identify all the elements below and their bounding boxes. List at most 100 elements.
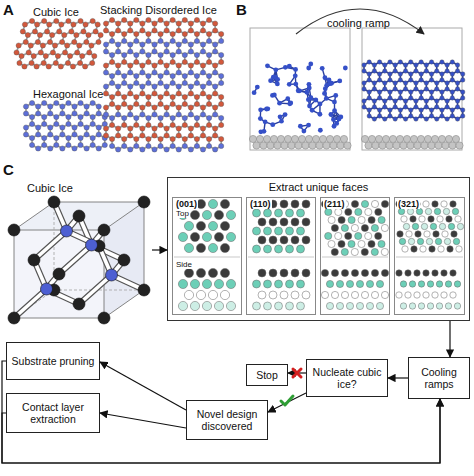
water-molecule [32, 29, 37, 34]
water-molecule [440, 60, 444, 64]
box-text: Stop [256, 369, 278, 381]
water-molecule [134, 52, 139, 57]
water-molecule [47, 39, 52, 44]
side-atom [280, 269, 288, 277]
substrate-atom [319, 135, 326, 142]
water-molecule [419, 90, 423, 94]
water-molecule [419, 114, 423, 118]
substrate-atom [305, 135, 312, 142]
water-molecule [146, 101, 151, 106]
water-molecule [116, 84, 121, 89]
substrate-atom [410, 135, 417, 142]
water-molecule [93, 29, 98, 34]
flow-arrow [449, 321, 450, 357]
water-molecule [70, 64, 75, 69]
water-molecule [36, 125, 41, 130]
surface-atom [371, 200, 378, 207]
box-text: Novel design discovered [190, 408, 264, 432]
side-atom [341, 291, 348, 298]
side-atom [326, 280, 333, 287]
water-molecule [96, 111, 101, 116]
substrate-atom [435, 142, 442, 149]
water-molecule [158, 136, 163, 141]
water-molecule [287, 82, 292, 87]
water-molecule [283, 65, 288, 70]
side-atom [190, 301, 199, 310]
water-molecule [393, 117, 397, 121]
water-molecule [34, 22, 39, 27]
water-molecule [78, 121, 83, 126]
water-molecule [383, 99, 387, 103]
water-molecule [41, 60, 46, 65]
water-molecule [445, 81, 449, 85]
water-molecule [140, 112, 145, 117]
water-molecule [158, 17, 163, 22]
water-molecule [414, 69, 418, 73]
surface-atom [433, 231, 439, 237]
water-molecule [194, 73, 199, 78]
water-molecule [116, 49, 121, 54]
water-molecule [429, 78, 433, 82]
water-molecule [461, 90, 465, 94]
water-molecule [424, 69, 428, 73]
water-molecule [116, 126, 121, 131]
water-molecule [29, 18, 34, 23]
water-molecule [200, 21, 205, 26]
water-molecule [60, 125, 65, 130]
water-molecule [92, 53, 97, 58]
water-molecule [83, 22, 88, 27]
water-molecule [36, 132, 41, 137]
water-molecule [47, 22, 52, 27]
water-molecule [103, 49, 108, 54]
surface-atom [302, 200, 310, 208]
side-atom [381, 291, 388, 298]
bond-outline [59, 245, 92, 274]
view-divider [248, 257, 314, 258]
water-molecule [310, 108, 315, 113]
side-atom [202, 301, 211, 310]
water-molecule [164, 70, 169, 75]
water-molecule [263, 119, 268, 124]
surface-atom [439, 223, 445, 229]
surface-atom [452, 208, 458, 214]
water-molecule [188, 49, 193, 54]
water-molecule [134, 59, 139, 64]
substrate-atom [414, 142, 421, 149]
lattice-atom [118, 254, 130, 266]
water-molecule [398, 72, 402, 76]
surface-atom [378, 216, 385, 223]
substrate-atom [361, 135, 368, 142]
substrate-atom [445, 135, 452, 142]
water-molecule [429, 90, 433, 94]
surface-atom [291, 200, 299, 208]
water-molecule [414, 81, 418, 85]
water-molecule [152, 105, 157, 110]
substrate-atom [386, 142, 393, 149]
water-molecule [455, 69, 459, 73]
water-molecule [128, 42, 133, 47]
surface-atom [351, 200, 358, 207]
water-molecule [90, 18, 95, 23]
water-molecule [40, 43, 45, 48]
simulation-box [250, 28, 350, 150]
water-molecule [258, 116, 263, 121]
water-molecule [383, 87, 387, 91]
water-molecule [170, 73, 175, 78]
water-molecule [48, 146, 53, 151]
simulation-box [362, 28, 462, 150]
water-molecule [424, 87, 428, 91]
surface-atom [348, 240, 355, 247]
water-molecule [323, 86, 328, 91]
water-molecule [213, 147, 218, 152]
side-atom [214, 301, 223, 310]
surface-atom [226, 210, 235, 219]
water-molecule [87, 50, 92, 55]
water-molecule [103, 84, 108, 89]
surface-atom [417, 238, 423, 244]
surface-atom [190, 210, 199, 219]
water-molecule [59, 22, 64, 27]
water-molecule [44, 29, 49, 34]
surface-atom [358, 240, 365, 247]
water-molecule [403, 105, 407, 109]
water-molecule [29, 135, 34, 140]
